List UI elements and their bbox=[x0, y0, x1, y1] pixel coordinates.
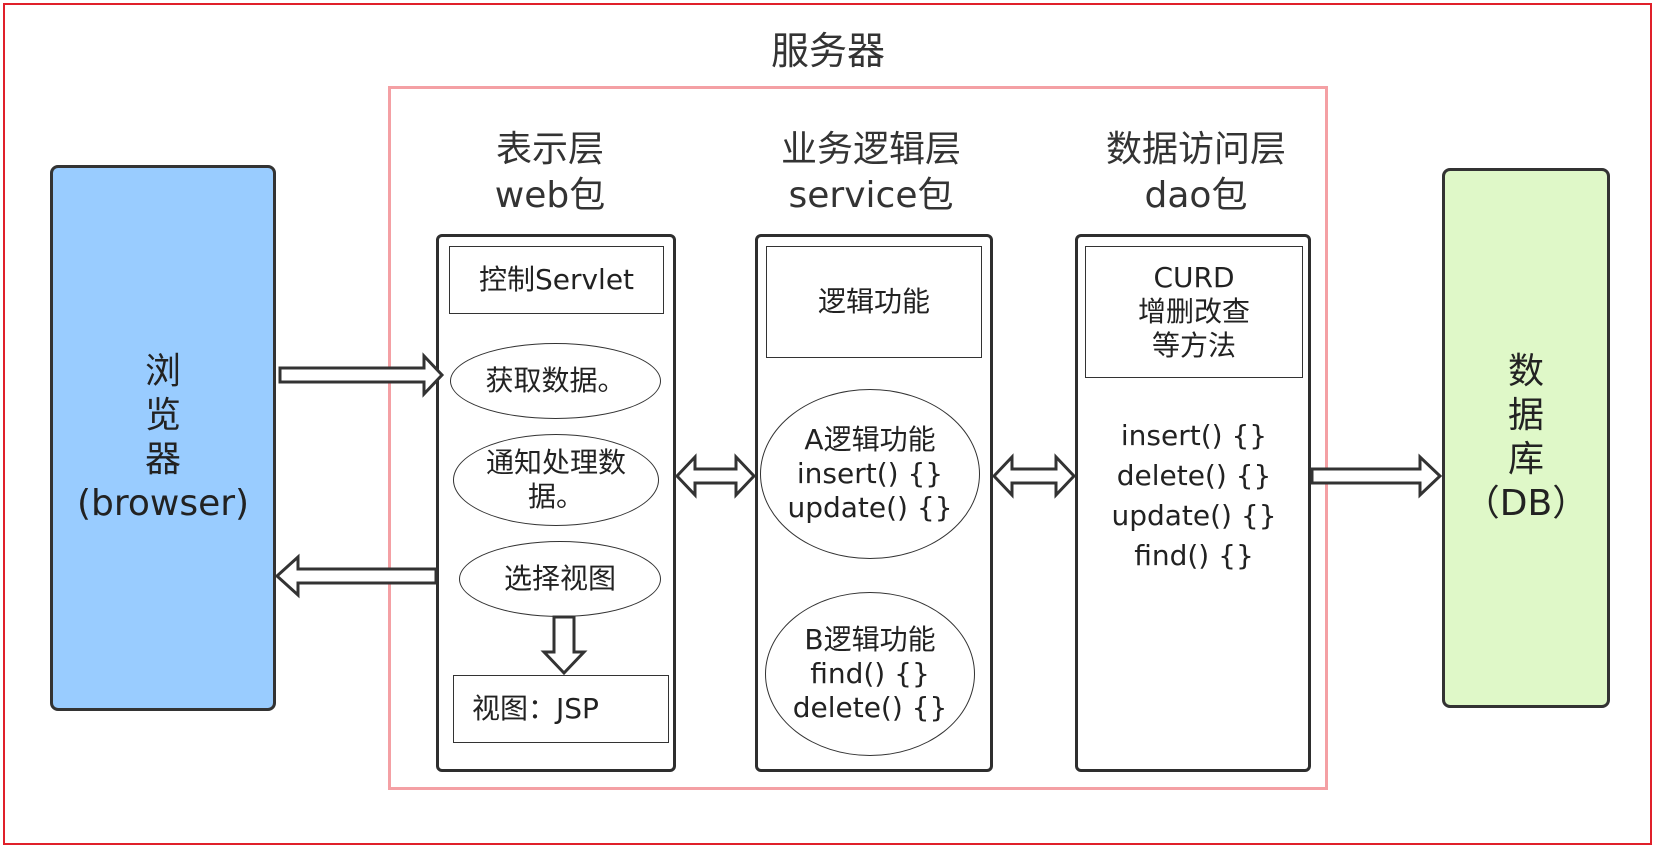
view-down-arrow bbox=[540, 615, 588, 676]
curd-line: CURD bbox=[1153, 261, 1235, 294]
db-label-line: 据 bbox=[1507, 395, 1544, 436]
logic-b-oval: B逻辑功能 find() {} delete() {} bbox=[765, 592, 975, 756]
dao-method: find() {} bbox=[1134, 539, 1254, 572]
browser-box: 浏 览 器 (browser) bbox=[50, 165, 276, 711]
service-dao-double-arrow bbox=[991, 453, 1077, 499]
logic-b-line: delete() {} bbox=[792, 691, 948, 724]
db-label-line: （DB） bbox=[1463, 483, 1589, 524]
server-frame bbox=[388, 86, 1328, 790]
curd-box: CURD 增删改查 等方法 bbox=[1085, 246, 1303, 378]
request-arrow bbox=[278, 352, 445, 398]
dao-method: update() {} bbox=[1111, 499, 1277, 532]
select-view-oval: 选择视图 bbox=[459, 541, 661, 617]
server-title: 服务器 bbox=[770, 29, 885, 73]
step-label: 选择视图 bbox=[503, 562, 616, 595]
logic-b-line: find() {} bbox=[810, 657, 930, 690]
outer-frame bbox=[3, 3, 1652, 845]
logic-a-line: update() {} bbox=[787, 491, 953, 524]
dao-db-arrow bbox=[1310, 453, 1443, 499]
browser-label-line: (browser) bbox=[76, 483, 250, 524]
curd-line: 增删改查 bbox=[1137, 295, 1250, 328]
response-arrow bbox=[274, 553, 438, 599]
heading-line: 业务逻辑层 bbox=[780, 129, 961, 170]
browser-label-line: 览 bbox=[144, 395, 181, 436]
logic-b-line: B逻辑功能 bbox=[804, 623, 936, 656]
browser-label-line: 器 bbox=[144, 439, 181, 480]
get-data-oval: 获取数据。 bbox=[450, 343, 661, 419]
database-box: 数 据 库 （DB） bbox=[1442, 168, 1610, 708]
curd-line: 等方法 bbox=[1151, 329, 1236, 362]
dao-layer-heading: 数据访问层 dao包 bbox=[1076, 127, 1316, 219]
jsp-view-box: 视图：JSP bbox=[453, 675, 669, 743]
heading-line: 数据访问层 bbox=[1105, 129, 1286, 170]
presentation-layer-heading: 表示层 web包 bbox=[430, 127, 670, 219]
dao-method: insert() {} bbox=[1120, 419, 1268, 452]
step-label: 据。 bbox=[527, 480, 584, 513]
logic-a-line: A逻辑功能 bbox=[804, 423, 936, 456]
browser-label-line: 浏 bbox=[144, 351, 181, 392]
db-label-line: 数 bbox=[1507, 351, 1544, 392]
step-label: 通知处理数 bbox=[485, 446, 626, 479]
process-data-oval: 通知处理数 据。 bbox=[453, 434, 659, 526]
heading-line: service包 bbox=[788, 175, 954, 216]
logic-function-box: 逻辑功能 bbox=[766, 246, 982, 358]
step-label: 获取数据。 bbox=[485, 364, 626, 397]
web-service-double-arrow bbox=[674, 453, 757, 499]
logic-a-oval: A逻辑功能 insert() {} update() {} bbox=[760, 389, 980, 559]
dao-methods-list: insert() {} delete() {} update() {} find… bbox=[1085, 416, 1303, 576]
service-layer-heading: 业务逻辑层 service包 bbox=[746, 127, 996, 219]
servlet-box: 控制Servlet bbox=[449, 246, 664, 314]
heading-line: 表示层 bbox=[495, 129, 604, 170]
dao-method: delete() {} bbox=[1116, 459, 1272, 492]
logic-a-line: insert() {} bbox=[796, 457, 944, 490]
heading-line: web包 bbox=[494, 175, 606, 216]
heading-line: dao包 bbox=[1144, 175, 1248, 216]
db-label-line: 库 bbox=[1507, 439, 1544, 480]
